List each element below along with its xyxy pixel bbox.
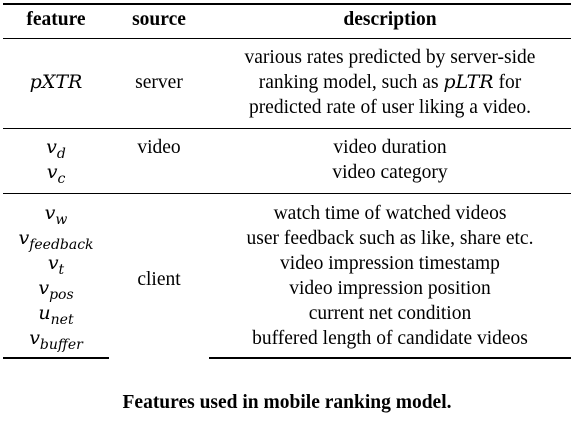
feature-cell: vfeedback bbox=[3, 226, 109, 253]
feature-symbol: vfeedback bbox=[18, 227, 94, 253]
source-cell: server bbox=[135, 71, 183, 93]
description-line: predicted rate of user liking a video. bbox=[248, 97, 532, 118]
description-cell: watch time of watched videos bbox=[209, 193, 571, 226]
feature-symbol: vbuffer bbox=[29, 327, 83, 353]
table-group-video: vd video video duration vc video categor… bbox=[3, 128, 571, 194]
feature-cell: pXTR bbox=[3, 39, 109, 129]
table-group-client: vw client watch time of watched videos v… bbox=[3, 193, 571, 359]
table-row: vpos video impression position bbox=[3, 276, 571, 303]
description-line: various rates predicted by server-side bbox=[244, 47, 536, 68]
feature-cell: vt bbox=[3, 251, 109, 278]
description-cell: video impression position bbox=[289, 277, 491, 299]
feature-cell: vbuffer bbox=[3, 326, 109, 359]
description-cell: video duration bbox=[209, 128, 571, 160]
description-text: ranking model, such as bbox=[258, 72, 444, 93]
table-row: pXTR server various rates predicted by s… bbox=[3, 39, 571, 129]
table-group-server: pXTR server various rates predicted by s… bbox=[3, 39, 571, 129]
table-row: vbuffer buffered length of candidate vid… bbox=[3, 326, 571, 359]
table-header-row: feature source description bbox=[3, 3, 571, 39]
description-cell: user feedback such as like, share etc. bbox=[246, 227, 534, 249]
table-row: vw client watch time of watched videos bbox=[3, 193, 571, 358]
feature-symbol: vt bbox=[47, 252, 65, 278]
source-cell bbox=[109, 160, 209, 194]
feature-symbol: vw bbox=[44, 202, 68, 228]
header-feature: feature bbox=[3, 3, 109, 39]
feature-symbol: unet bbox=[38, 302, 74, 328]
feature-symbol: vc bbox=[46, 161, 66, 187]
table-row: unet current net condition bbox=[3, 301, 571, 328]
feature-symbol: vd bbox=[46, 136, 66, 162]
feature-cell: vpos bbox=[3, 276, 109, 303]
source-cell: client bbox=[109, 193, 209, 358]
feature-cell: vd bbox=[3, 128, 109, 162]
table-caption: Features used in mobile ranking model. bbox=[122, 392, 452, 413]
feature-cell: unet bbox=[3, 301, 109, 328]
description-line: ranking model, such as pLTR for bbox=[209, 70, 571, 95]
feature-cell: vw bbox=[3, 193, 109, 228]
table-row: vt video impression timestamp bbox=[3, 251, 571, 278]
feature-symbol: pXTR bbox=[29, 71, 83, 93]
features-table: feature source description pXTR server v… bbox=[3, 3, 571, 359]
description-cell: various rates predicted by server-side r… bbox=[209, 39, 571, 129]
description-text: for bbox=[493, 72, 522, 93]
table-row: vfeedback user feedback such as like, sh… bbox=[3, 226, 571, 253]
source-cell: video bbox=[109, 128, 209, 160]
description-cell: buffered length of candidate videos bbox=[209, 326, 571, 359]
description-cell: video impression timestamp bbox=[280, 252, 500, 274]
table-row: vc video category bbox=[3, 160, 571, 194]
description-cell: video category bbox=[332, 161, 448, 183]
description-math: pLTR bbox=[443, 71, 494, 93]
header-description: description bbox=[209, 3, 571, 39]
feature-symbol: vpos bbox=[38, 277, 74, 303]
table-row: vd video video duration bbox=[3, 128, 571, 162]
description-cell: current net condition bbox=[308, 302, 472, 324]
header-source: source bbox=[109, 3, 209, 39]
feature-cell: vc bbox=[3, 160, 109, 194]
